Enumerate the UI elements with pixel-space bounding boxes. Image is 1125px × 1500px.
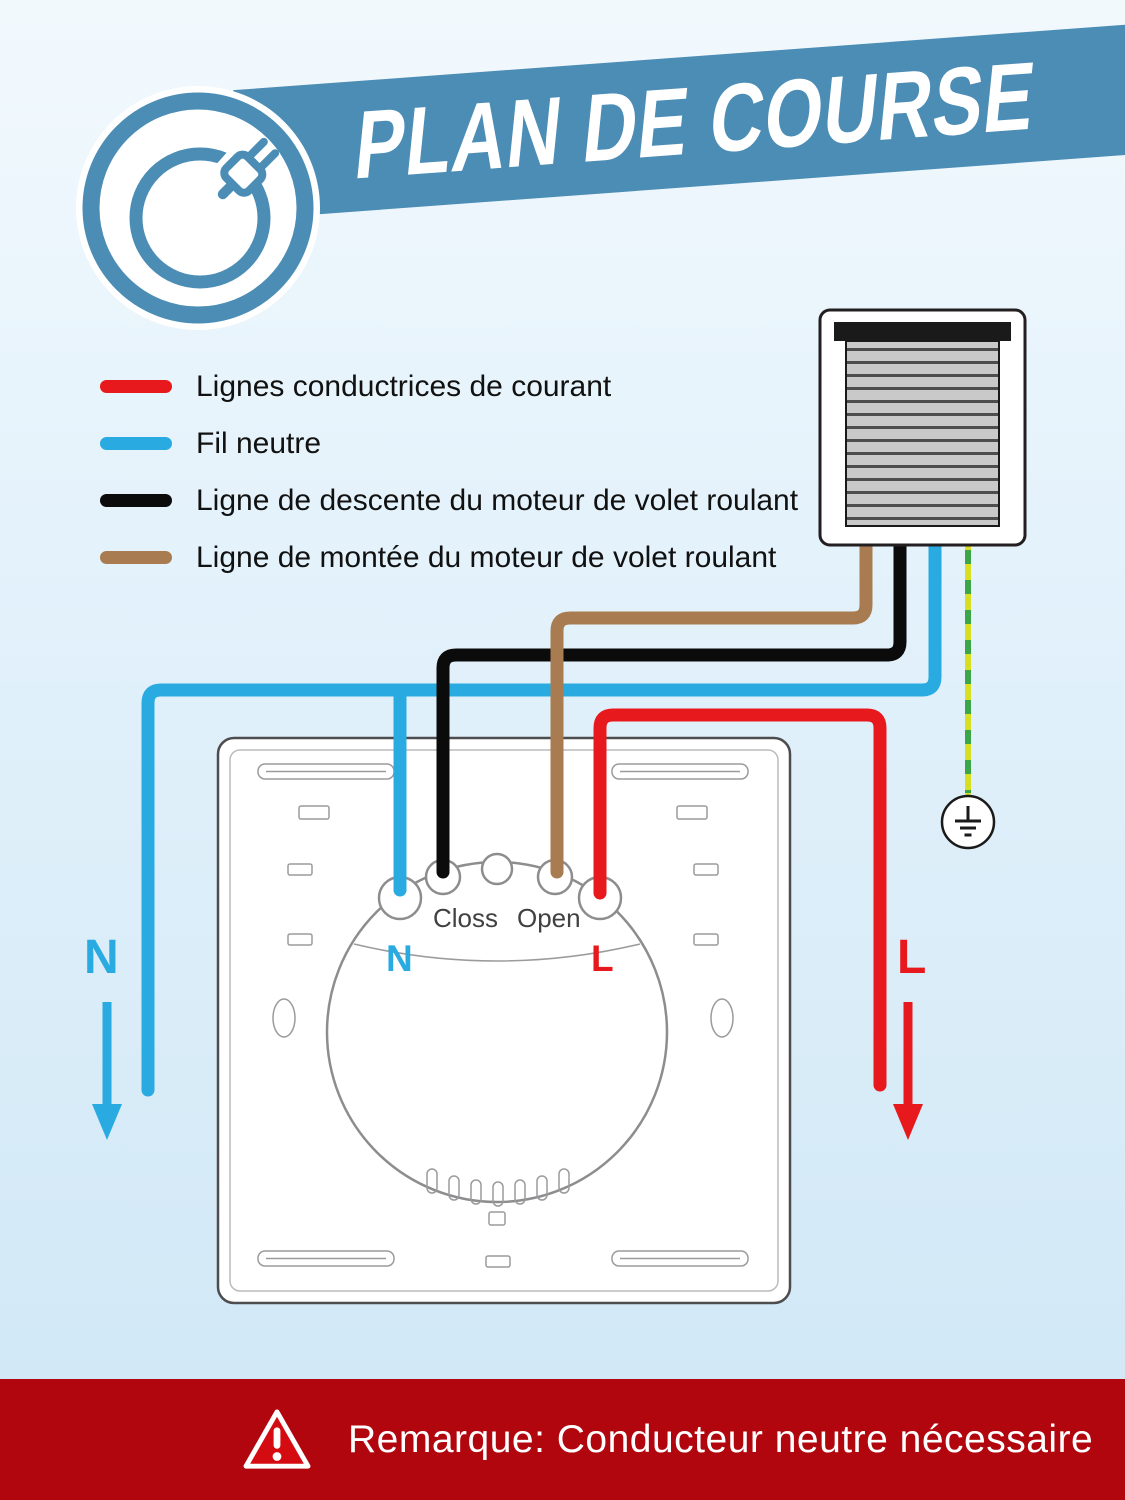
- earth-ground-symbol: [940, 794, 996, 850]
- legend-label: Ligne de montée du moteur de volet roula…: [196, 540, 777, 574]
- bottom-clips: [426, 1168, 570, 1268]
- power-plug-icon: [76, 86, 320, 330]
- neutral-wire: [141, 513, 942, 1097]
- motor-down-wire: [436, 513, 907, 879]
- center-hole: [480, 852, 514, 886]
- logo-disc: [76, 86, 320, 330]
- legend-label: Lignes conductrices de courant: [196, 369, 612, 403]
- legend-label: Ligne de descente du moteur de volet rou…: [196, 483, 799, 517]
- roller-shutter-motor: [818, 308, 1027, 547]
- logo-linework: [82, 92, 314, 324]
- legend-item-down: Ligne de descente du moteur de volet rou…: [100, 472, 798, 529]
- panel-details: [257, 763, 749, 1267]
- up-wire-swatch: [100, 551, 172, 564]
- motor-up-wire: [550, 513, 873, 879]
- live-wire-swatch: [100, 380, 172, 393]
- wire-legend: Lignes conductrices de courant Fil neutr…: [100, 358, 798, 586]
- open-terminal-label: Open: [517, 903, 581, 933]
- neutral-side-label: N: [84, 931, 119, 984]
- wires: [141, 513, 971, 1097]
- warning-icon: [243, 1408, 311, 1469]
- shutter-blinds: [845, 340, 1000, 527]
- legend-item-neutral: Fil neutre: [100, 415, 798, 472]
- neutral-terminal-label: N: [386, 938, 413, 979]
- down-wire-swatch: [100, 494, 172, 507]
- live-terminal-label: L: [591, 938, 614, 979]
- flow-arrows: [92, 1002, 923, 1140]
- live-arrow-head: [893, 1104, 923, 1140]
- live-side-label: L: [897, 931, 927, 984]
- footer-note-bar: Remarque: Conducteur neutre nécessaire: [0, 1379, 1125, 1500]
- switch-back-panel: [216, 736, 792, 1305]
- legend-label: Fil neutre: [196, 426, 322, 460]
- neutral-arrow-head: [92, 1104, 122, 1140]
- neutral-wire-swatch: [100, 437, 172, 450]
- footer-note-text: Remarque: Conducteur neutre nécessaire: [348, 1417, 1094, 1461]
- live-wire: [593, 708, 887, 1092]
- legend-item-live: Lignes conductrices de courant: [100, 358, 798, 415]
- legend-item-up: Ligne de montée du moteur de volet roula…: [100, 529, 798, 586]
- shutter-top-bar: [834, 322, 1011, 341]
- plug-glyph: [217, 137, 280, 200]
- close-terminal-label: Closs: [433, 903, 499, 933]
